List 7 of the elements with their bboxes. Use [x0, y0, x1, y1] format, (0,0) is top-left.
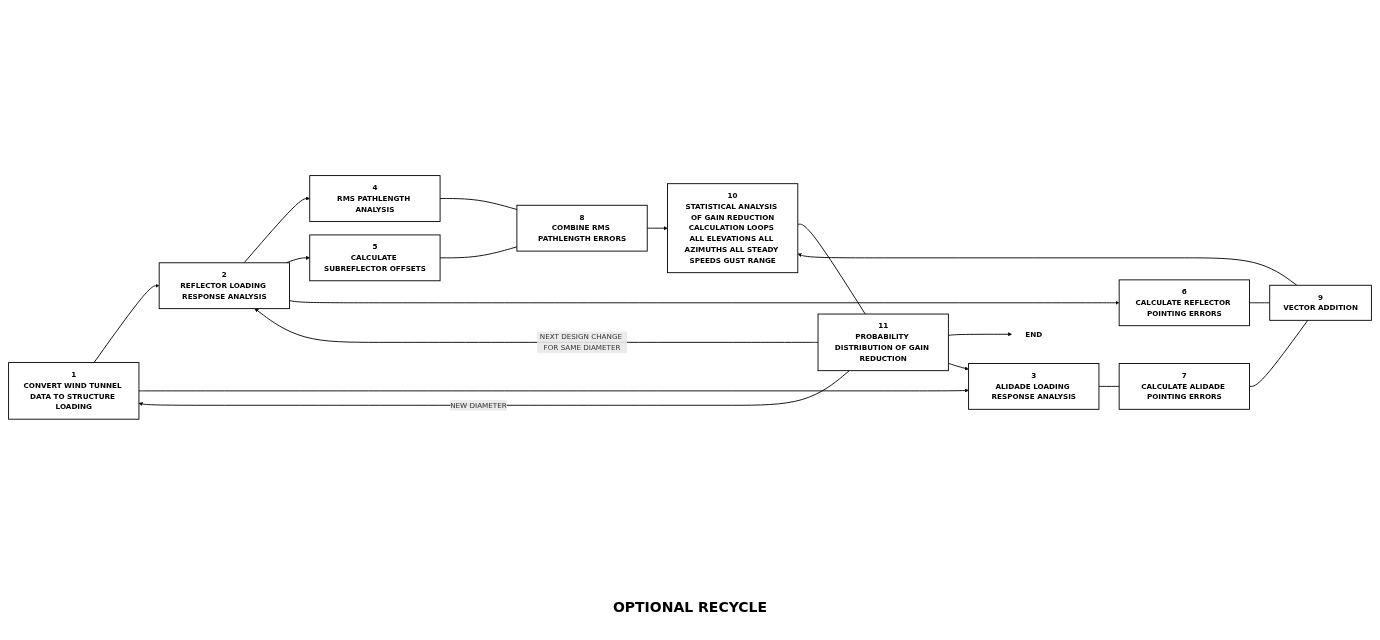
note-text: OPTIONAL RECYCLE: [612, 599, 768, 615]
connector: [1249, 319, 1309, 387]
connector: [797, 223, 866, 315]
connector: [439, 198, 518, 211]
connector: [1249, 302, 1271, 304]
connector: [439, 246, 518, 259]
connector: [1098, 386, 1120, 387]
